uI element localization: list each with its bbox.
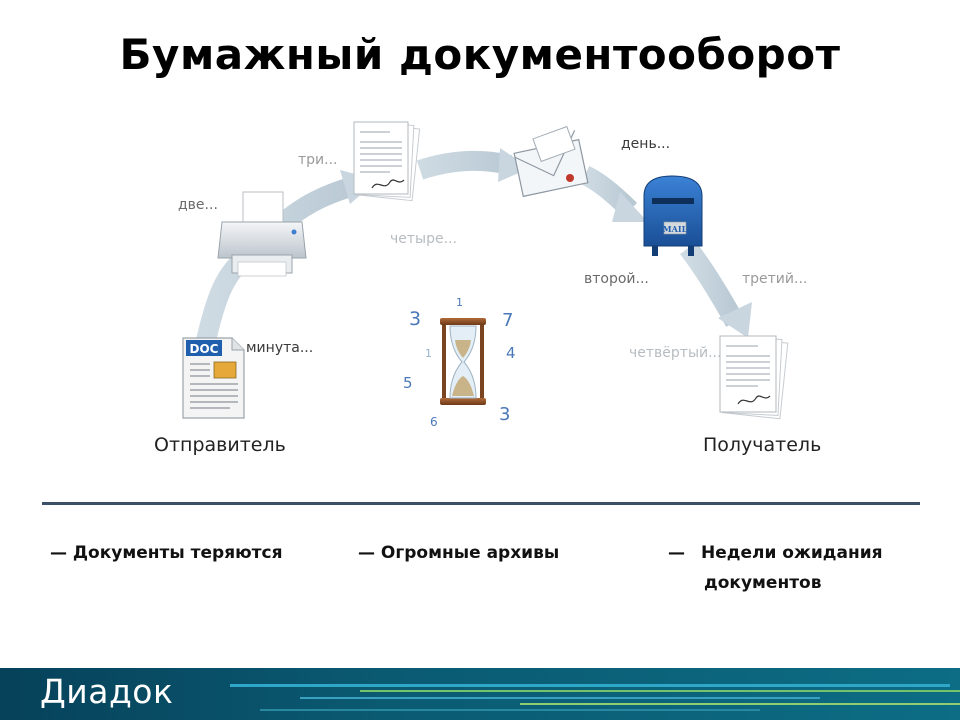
document-stack-icon [353,121,421,202]
mailbox-label: MAIL [663,224,688,234]
time-label-four: четыре... [390,231,457,247]
mailbox-icon: MAIL [643,175,703,256]
time-label-three: три... [298,152,338,168]
bullet-weeks-waiting-line1: Недели ожидания [701,543,883,563]
clock-number: 3 [409,308,422,330]
footer-bar [0,668,960,720]
time-label-second: второй... [584,271,649,287]
diadoc-logo: Диадок [40,672,174,711]
clock-number: 5 [403,374,413,392]
bullet-dash: — [668,543,685,563]
receiver-label: Получатель [703,434,822,456]
time-label-fourth: четвёртый... [629,345,722,361]
sender-label: Отправитель [154,434,286,456]
hourglass-icon [440,318,486,405]
doc-badge: DOC [190,342,219,356]
time-label-day: день... [621,136,671,152]
clock-number: 1 [425,347,432,360]
clock-number: 1 [456,296,463,309]
clock-number: 4 [506,344,516,362]
bullet-huge-archives: — Огромные архивы [358,543,560,563]
time-label-two: две... [178,197,218,213]
time-label-third: третий... [742,271,808,287]
envelope-icon [513,125,589,198]
clock-number: 6 [430,415,438,429]
received-document-stack-icon [719,335,789,420]
slide-title: Бумажный документооборот [119,30,841,79]
time-label-minute: минута... [246,340,314,356]
clock-number: 3 [499,404,511,425]
printer-icon [217,191,307,277]
doc-file-icon: DOC [182,337,245,419]
divider-line [42,502,920,505]
bullet-weeks-waiting-line2: документов [704,573,822,593]
workflow-diagram: DOC [182,121,789,420]
clock-number: 7 [502,310,514,331]
bullet-documents-lost: — Документы теряются [50,543,283,563]
